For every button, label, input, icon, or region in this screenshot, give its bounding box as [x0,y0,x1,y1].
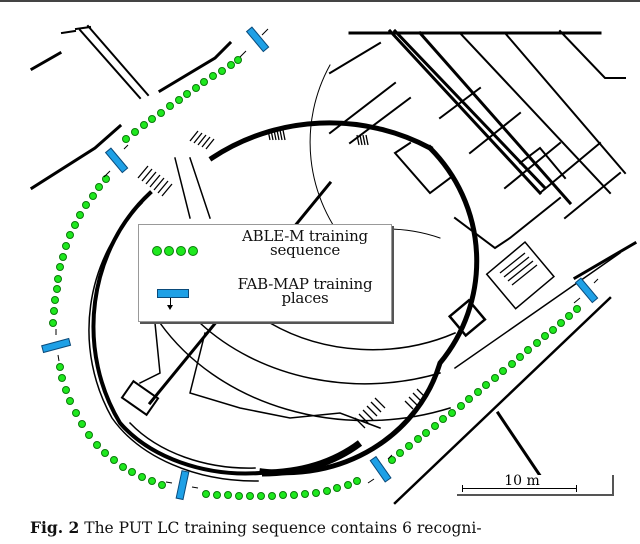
scale-bar-label: 10 m [504,473,540,489]
caption-label: Fig. 2 [30,518,80,537]
legend-label-able-m: ABLE-M training sequence [242,227,368,259]
arrow-down-icon [167,298,173,310]
legend-label-fab-map: FAB-MAP training places [237,275,373,307]
floor-plan-map [29,24,638,505]
scale-bar-line [462,485,577,492]
caption-text: The PUT LC training sequence contains 6 … [79,519,482,537]
place-marker-icon [157,289,189,298]
green-dots-icon [152,241,200,260]
scale-bar: 10 m [444,473,634,497]
figure-caption: Fig. 2 The PUT LC training sequence cont… [30,518,640,537]
top-rule [0,0,640,2]
map-legend: ABLE-M training sequence FAB-MAP trainin… [138,224,392,322]
